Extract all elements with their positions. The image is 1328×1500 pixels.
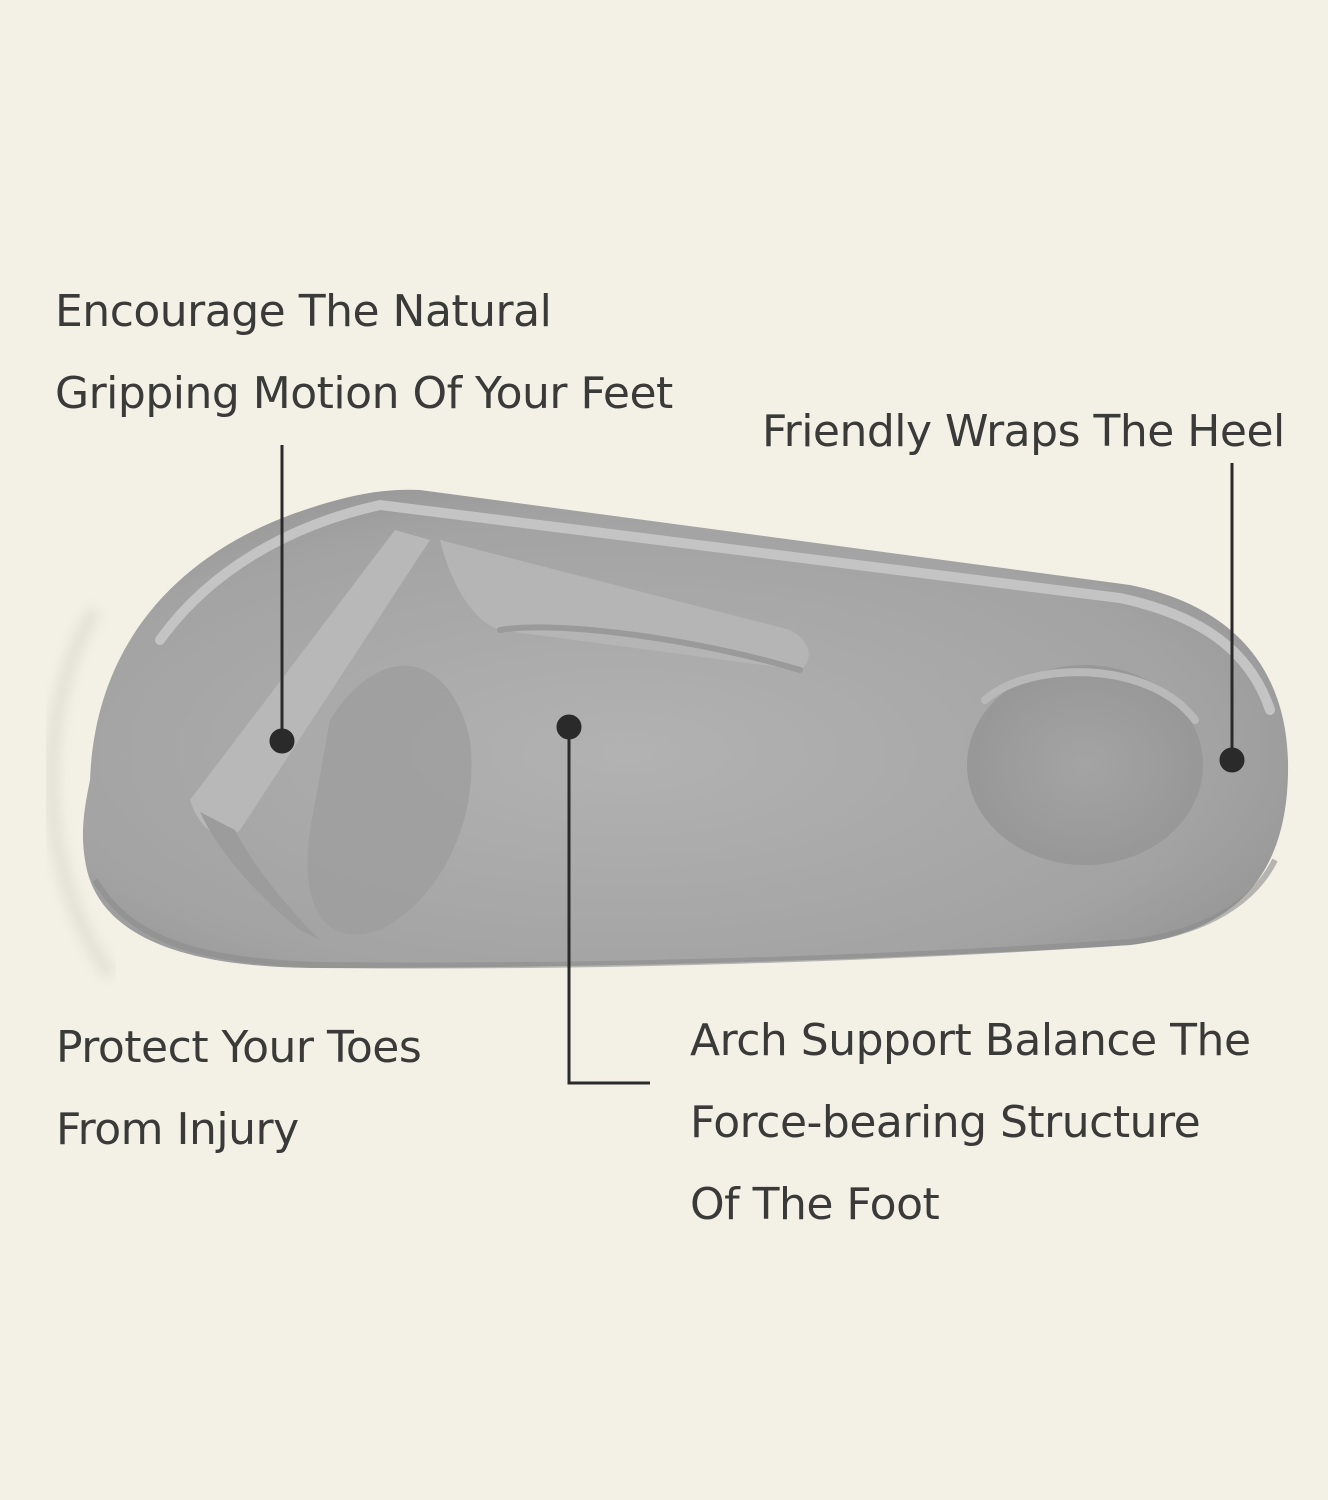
arch-leader-dot [556, 714, 582, 740]
callout-arch-line1: Arch Support Balance The [690, 1015, 1251, 1066]
callout-toes-grip-line1: Encourage The Natural [55, 286, 552, 337]
leader-lines [269, 445, 1245, 1085]
shadow-curve [44, 606, 116, 979]
heel-cup [967, 665, 1203, 865]
callout-arch: Arch Support Balance The Force-bearing S… [690, 1000, 1251, 1246]
callout-heel-line1: Friendly Wraps The Heel [762, 406, 1285, 457]
toe-ridge [190, 530, 430, 836]
callout-heel: Friendly Wraps The Heel [762, 391, 1285, 473]
callout-toes-protect: Protect Your Toes From Injury [56, 1007, 422, 1171]
callout-toes-grip-line2: Gripping Motion Of Your Feet [55, 368, 673, 419]
arch-leader-line [567, 727, 650, 1085]
insole-rim [155, 499, 1275, 715]
toes-grip-leader-dot [269, 728, 295, 754]
arch-ridge [440, 540, 809, 670]
callout-toes-protect-line2: From Injury [56, 1104, 299, 1155]
callout-arch-line2: Force-bearing Structure [690, 1097, 1201, 1148]
toe-pad [307, 665, 472, 935]
callout-toes-protect-line1: Protect Your Toes [56, 1022, 422, 1073]
insole-bottom-edge [92, 858, 1278, 969]
heel-leader-dot [1219, 747, 1245, 773]
callout-toes-grip: Encourage The Natural Gripping Motion Of… [55, 271, 673, 435]
callout-arch-line3: Of The Foot [690, 1179, 940, 1230]
